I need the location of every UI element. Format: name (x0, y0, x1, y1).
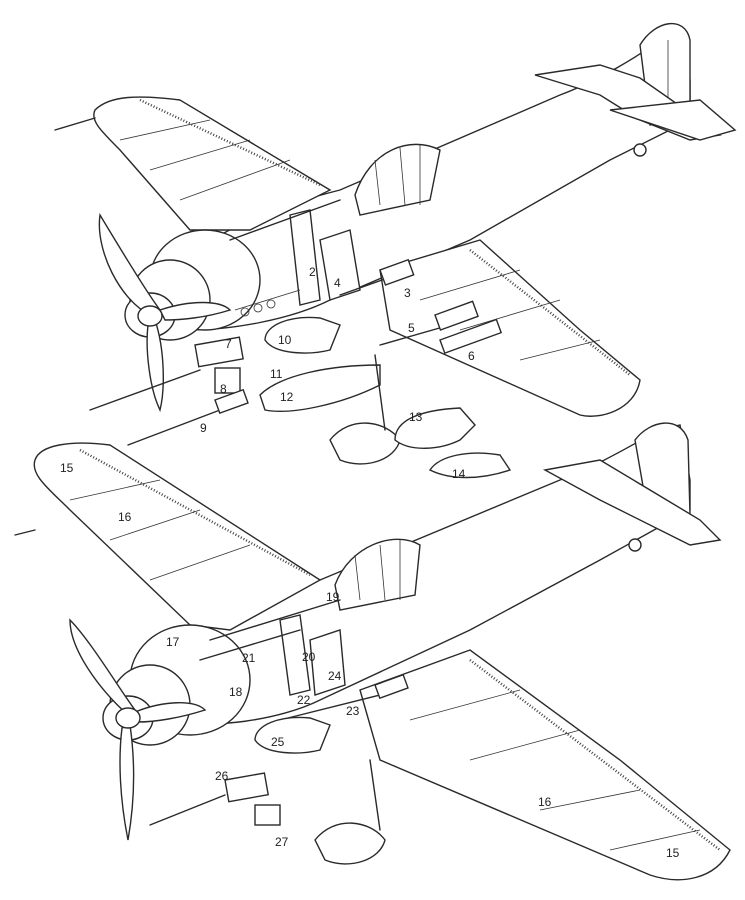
callout-2: 2 (309, 265, 316, 279)
callout-9: 9 (200, 421, 207, 435)
callout-13: 13 (409, 410, 423, 424)
callout-24: 24 (328, 669, 342, 683)
callout-19: 19 (326, 590, 340, 604)
callout-25: 25 (271, 735, 285, 749)
callout-8: 8 (220, 382, 227, 396)
callout-26: 26 (215, 769, 229, 783)
upper-aircraft (54, 23, 737, 479)
callout-6: 6 (468, 349, 475, 363)
callout-7: 7 (225, 337, 232, 351)
callout-17: 17 (166, 635, 180, 649)
callout-5: 5 (408, 321, 415, 335)
callout-21: 21 (242, 651, 256, 665)
callout-16b: 16 (538, 795, 552, 809)
callout-22: 22 (297, 693, 311, 707)
callout-14: 14 (452, 467, 466, 481)
callout-16: 16 (118, 510, 132, 524)
callout-4: 4 (334, 276, 341, 290)
callout-27: 27 (275, 835, 289, 849)
callout-15: 15 (60, 461, 74, 475)
callout-11: 11 (270, 367, 283, 381)
callout-18: 18 (229, 685, 243, 699)
callout-12: 12 (280, 390, 294, 404)
callout-15b: 15 (666, 846, 680, 860)
callout-20: 20 (302, 650, 316, 664)
callout-10: 10 (278, 333, 292, 347)
callout-23: 23 (346, 704, 360, 718)
lower-aircraft (14, 422, 731, 881)
callout-3: 3 (404, 286, 411, 300)
